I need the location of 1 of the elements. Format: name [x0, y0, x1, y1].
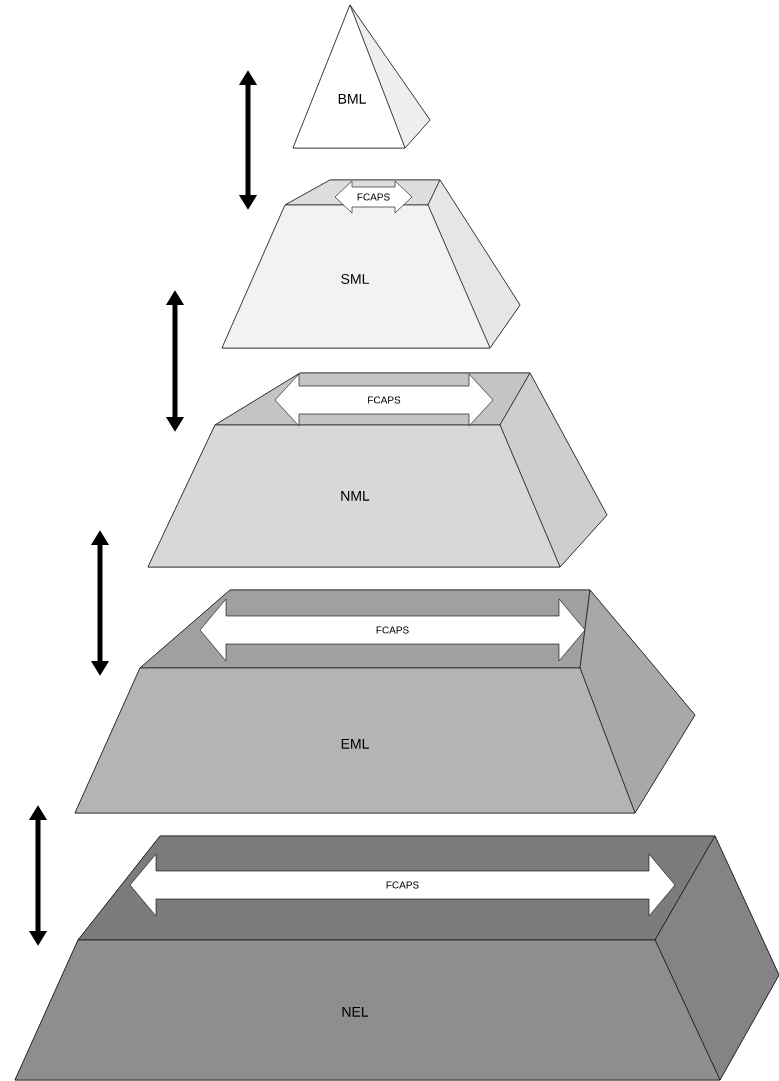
layer-block: BML — [292, 4, 431, 149]
